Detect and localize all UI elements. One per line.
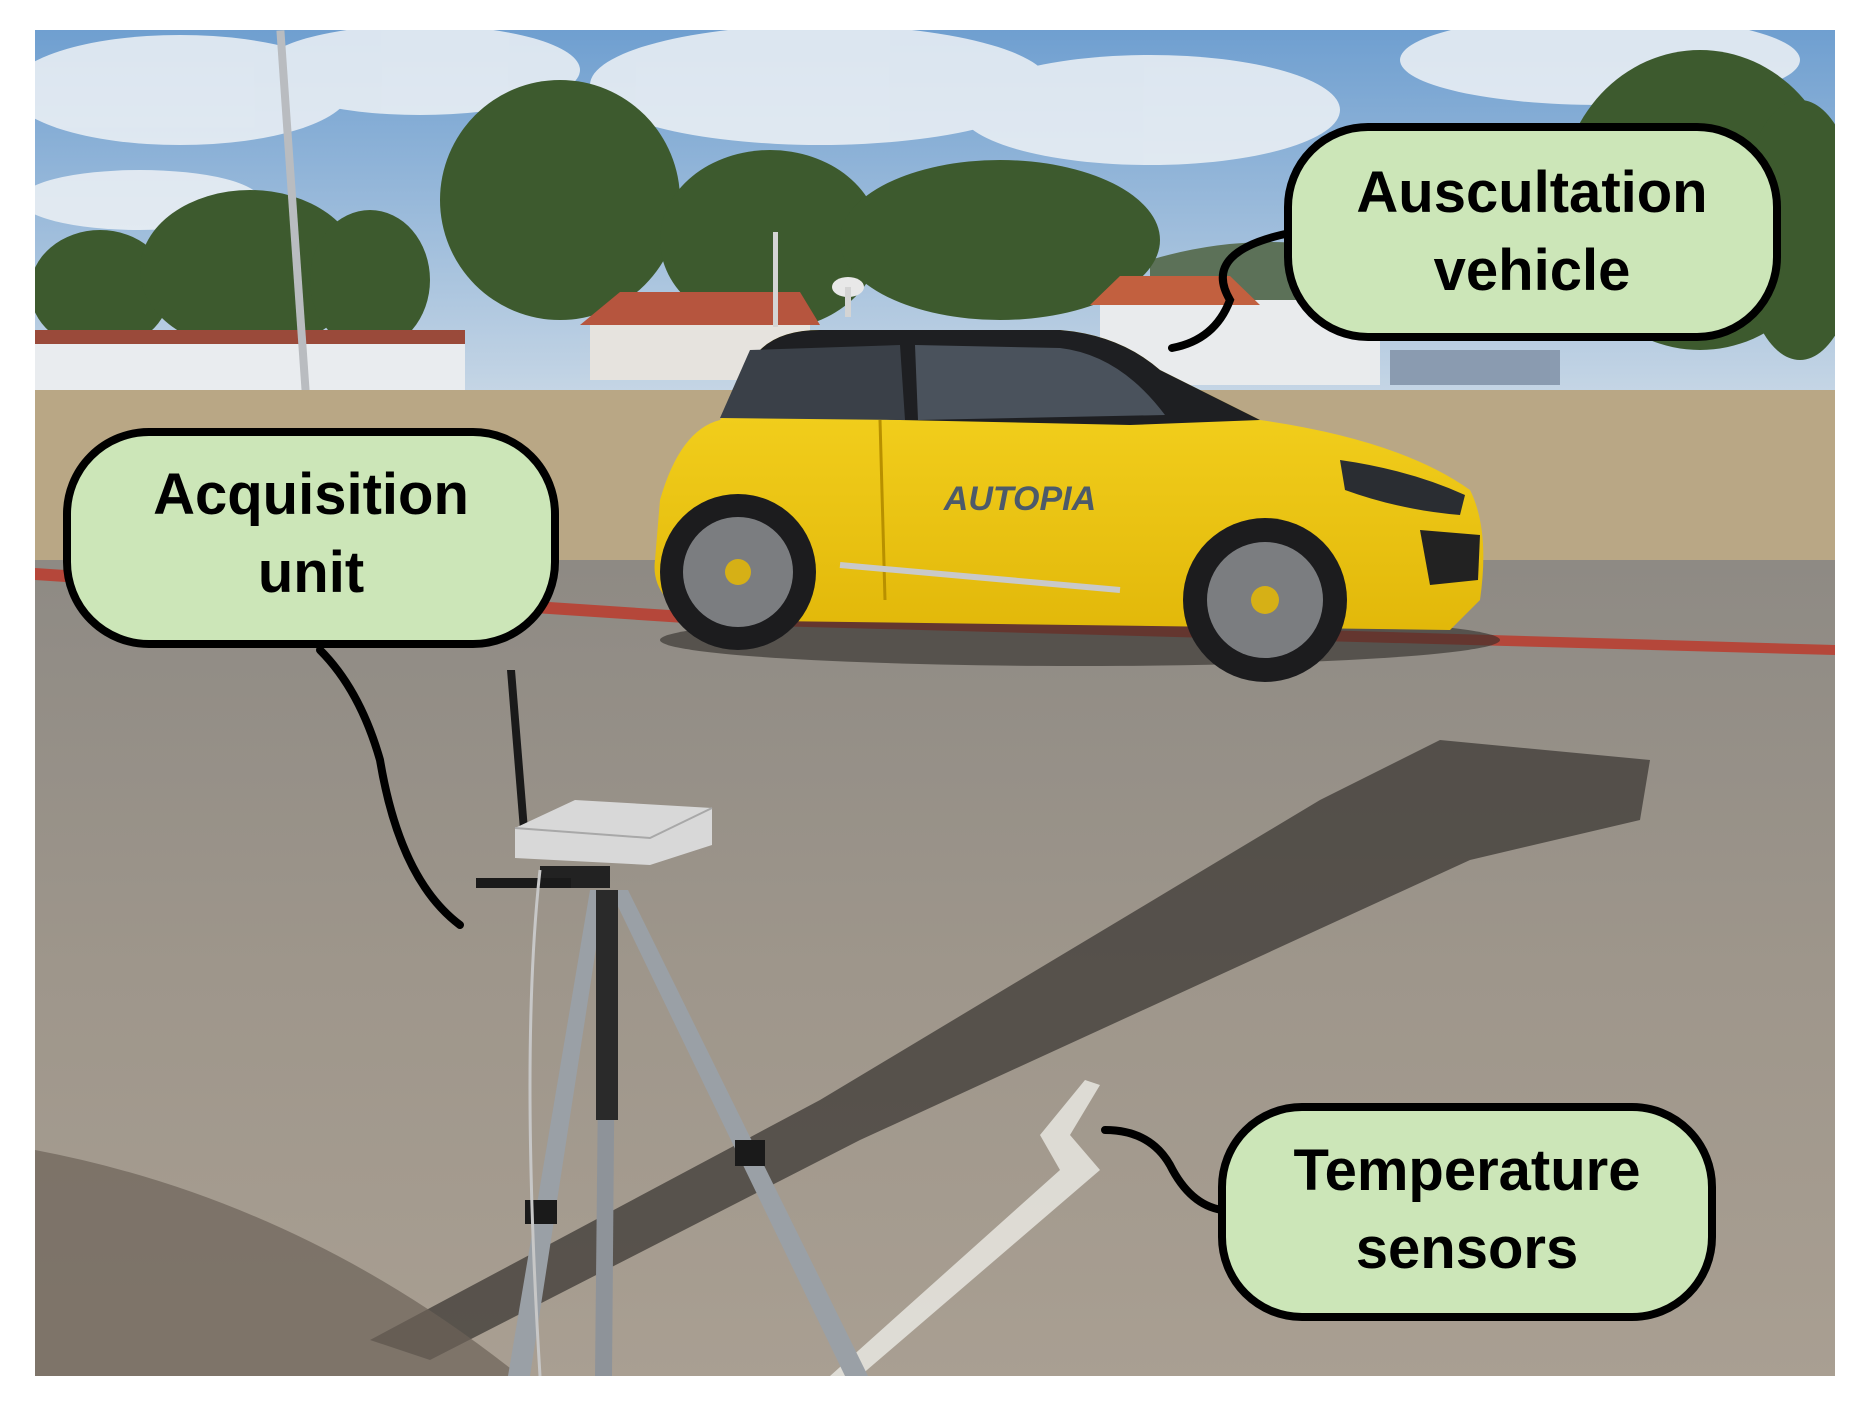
callout-acquisition-unit: Acquisition unit [63,428,559,929]
acquisition-unit-tripod [476,670,868,1376]
callout-leader-line [316,646,464,929]
callout-label-line1: Acquisition [153,462,469,527]
callout-label-line2: unit [258,540,364,605]
callout-temperature-sensors: Temperature sensors [1101,1103,1716,1321]
car-logo: AUTOPIA [943,480,1096,518]
road-edge [35,1150,520,1376]
callout-leader-line [1168,228,1299,352]
auscultation-car: AUTOPIA [654,232,1500,682]
callout-leader-line [1101,1126,1226,1214]
sensor-paint-mark [830,1080,1100,1376]
callout-label-line1: Auscultation [1356,160,1707,225]
callout-label-line2: vehicle [1434,238,1631,303]
callout-bubble [1284,123,1781,341]
car-rear-wheel [660,494,816,650]
callout-auscultation-vehicle: Auscultation vehicle [1168,123,1781,352]
shadow [370,740,1650,1360]
car-front-wheel [1183,518,1347,682]
callout-bubble [1218,1103,1716,1321]
lamp-post [276,30,312,420]
callout-bubble [63,428,559,648]
callout-label-line2: sensors [1356,1216,1578,1281]
callout-label-line1: Temperature [1293,1138,1640,1203]
